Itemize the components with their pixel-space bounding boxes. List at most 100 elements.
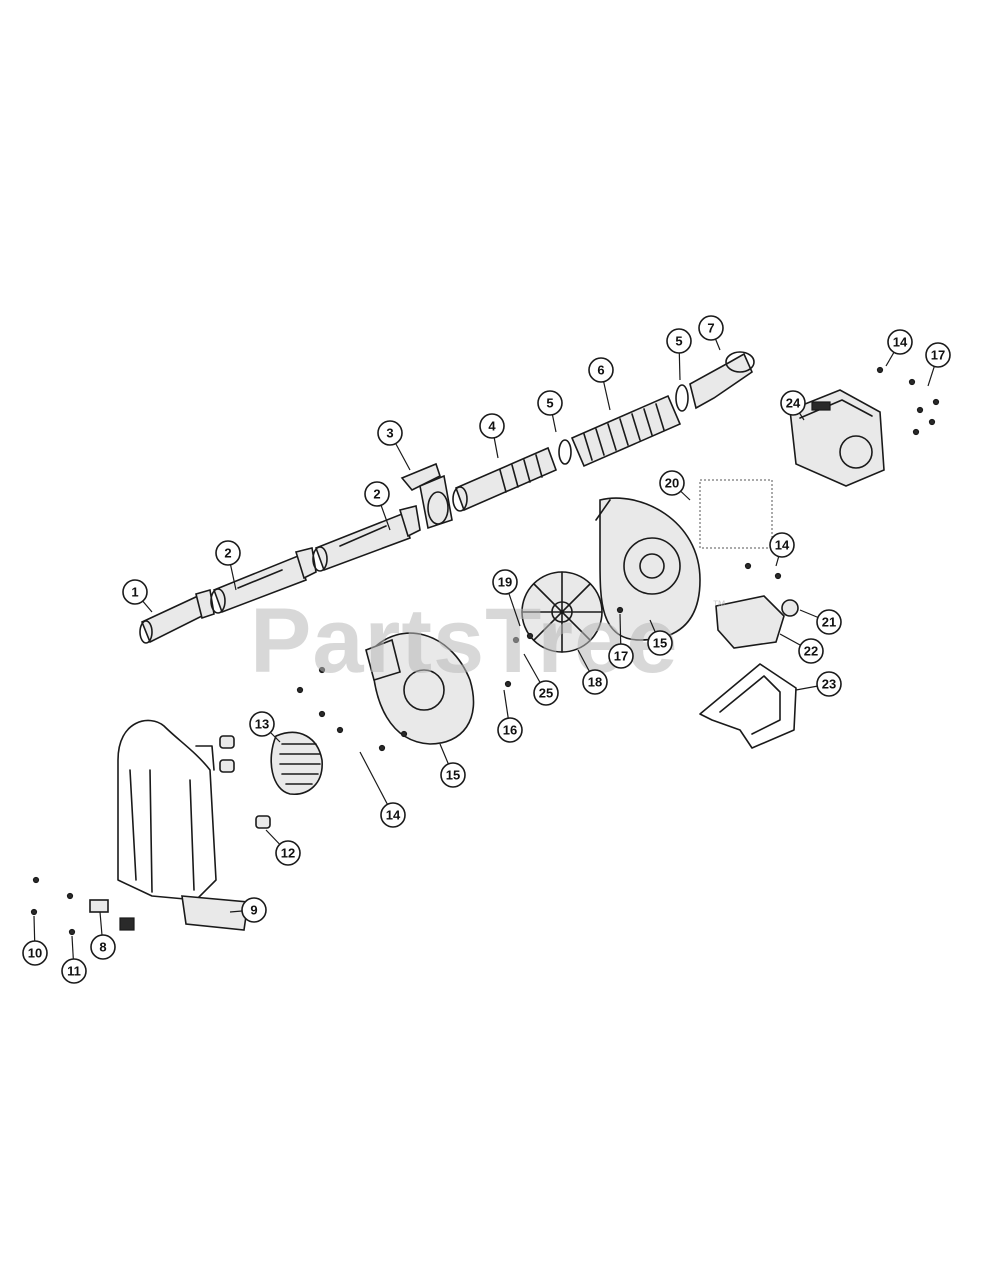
part-cap [781, 599, 799, 617]
callout-number: 8 [99, 940, 106, 955]
callout-bubble [90, 934, 116, 960]
callout-bubble [608, 643, 634, 669]
callout-bubble [377, 420, 403, 446]
hardware-fasteners [30, 366, 940, 936]
callout-number: 3 [386, 426, 393, 441]
callout-bubble [780, 390, 806, 416]
callout-15: 15 [439, 743, 466, 788]
callout-number: 6 [597, 363, 604, 378]
callout-21: 21 [799, 609, 842, 635]
callout-bubble [364, 481, 390, 507]
callout-number: 22 [804, 644, 818, 659]
part-volute-rear [595, 497, 701, 641]
callout-13: 13 [249, 711, 281, 743]
callout-bubble [698, 315, 724, 341]
part-intake-screen [270, 731, 323, 795]
callout-24: 24 [780, 390, 806, 421]
callout-number: 24 [786, 396, 801, 411]
callout-bubble [241, 897, 267, 923]
callout-1: 1 [122, 579, 153, 613]
callout-7: 7 [698, 315, 724, 351]
callout-10: 10 [22, 915, 48, 966]
part-cover [715, 595, 785, 649]
callout-5: 5 [537, 390, 563, 433]
callout-number: 15 [653, 636, 667, 651]
callout-23: 23 [795, 671, 842, 697]
part-decal [699, 479, 773, 549]
callout-bubble [122, 579, 148, 605]
callout-number: 25 [539, 686, 553, 701]
callout-number: 9 [250, 903, 257, 918]
watermark-trademark: ™ [712, 597, 726, 613]
callout-bubble [275, 840, 301, 866]
callout-number: 13 [255, 717, 269, 732]
callout-17: 17 [608, 613, 634, 669]
callout-bubble [659, 470, 685, 496]
callout-bubble [666, 328, 692, 354]
callout-number: 23 [822, 677, 836, 692]
callout-bubble [440, 762, 466, 788]
callout-bubble [533, 680, 559, 706]
callout-number: 17 [614, 649, 628, 664]
callout-number: 14 [893, 335, 908, 350]
callout-bubble [497, 717, 523, 743]
callout-bubble [537, 390, 563, 416]
part-engine-cover [789, 389, 885, 487]
callout-number: 18 [588, 675, 602, 690]
callout-number: 21 [822, 615, 836, 630]
callout-14: 14 [769, 532, 795, 567]
part-swivel-tube [452, 446, 558, 512]
callout-4: 4 [479, 413, 505, 459]
callout-number: 14 [775, 538, 790, 553]
callout-12: 12 [265, 829, 301, 866]
callout-number: 4 [488, 419, 496, 434]
callout-number: 7 [707, 321, 714, 336]
part-elbow [689, 351, 755, 410]
callout-number: 15 [446, 768, 460, 783]
part-fan [521, 571, 603, 653]
callout-bubble [816, 609, 842, 635]
part-nozzle [139, 588, 215, 644]
callout-bubble [249, 711, 275, 737]
callout-2: 2 [215, 540, 241, 591]
callout-bubble [647, 630, 673, 656]
callout-number: 2 [224, 546, 231, 561]
callout-number: 5 [546, 396, 553, 411]
part-flex-hose [570, 394, 682, 468]
part-volute-front [365, 632, 475, 745]
callout-number: 17 [931, 348, 945, 363]
callout-5: 5 [666, 328, 692, 381]
callout-number: 20 [665, 476, 679, 491]
part-grommets [219, 735, 271, 829]
callout-bubble [492, 569, 518, 595]
callout-14: 14 [359, 751, 406, 828]
callout-18: 18 [577, 649, 608, 695]
callout-14: 14 [885, 329, 913, 367]
part-handle [400, 462, 453, 530]
callout-number: 16 [503, 723, 517, 738]
callout-17: 17 [925, 342, 951, 387]
callout-15: 15 [647, 619, 673, 656]
callout-bubble [769, 532, 795, 558]
callout-number: 12 [281, 846, 295, 861]
part-harness [117, 719, 249, 931]
part-tube-lower [210, 547, 317, 614]
callout-bubble [816, 671, 842, 697]
callout-8: 8 [90, 911, 116, 960]
callout-bubble [582, 669, 608, 695]
callout-9: 9 [229, 897, 267, 923]
callout-number: 11 [67, 964, 81, 979]
callout-number: 10 [28, 946, 42, 961]
callout-20: 20 [659, 470, 691, 501]
callout-bubble [479, 413, 505, 439]
callout-bubble [925, 342, 951, 368]
callout-number: 5 [675, 334, 682, 349]
callout-bubble [588, 357, 614, 383]
callout-25: 25 [523, 653, 559, 706]
callout-number: 14 [386, 808, 401, 823]
watermark-text: PartsTree [250, 590, 678, 692]
callout-19: 19 [492, 569, 521, 627]
callout-number: 19 [498, 575, 512, 590]
